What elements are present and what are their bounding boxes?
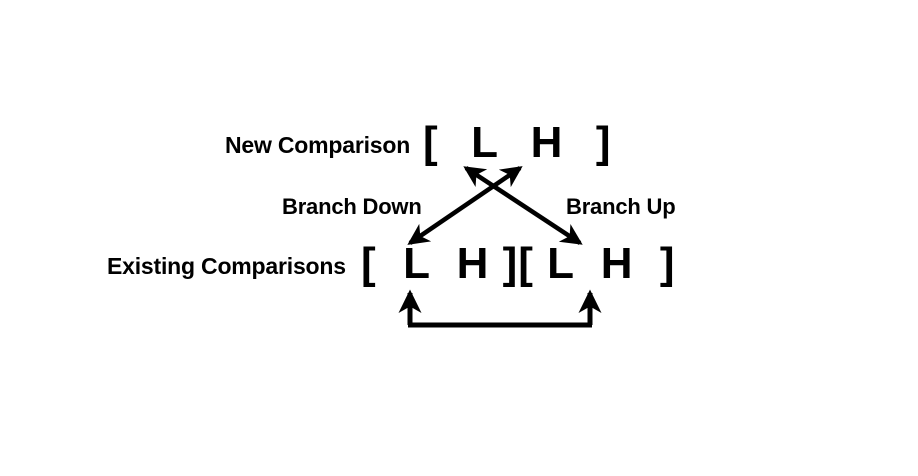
existing-comparisons-expression: [ L H ][ L H ] bbox=[361, 239, 676, 288]
existing-comparisons-label: Existing Comparisons bbox=[107, 253, 346, 279]
branch-down-label: Branch Down bbox=[282, 194, 422, 219]
branch-down-arrow bbox=[407, 166, 523, 245]
branch-up-label: Branch Up bbox=[566, 194, 676, 219]
new-comparison-label: New Comparison bbox=[225, 132, 411, 158]
new-comparison-expression: [ L H ] bbox=[423, 118, 614, 167]
branch-up-arrow bbox=[463, 166, 583, 245]
